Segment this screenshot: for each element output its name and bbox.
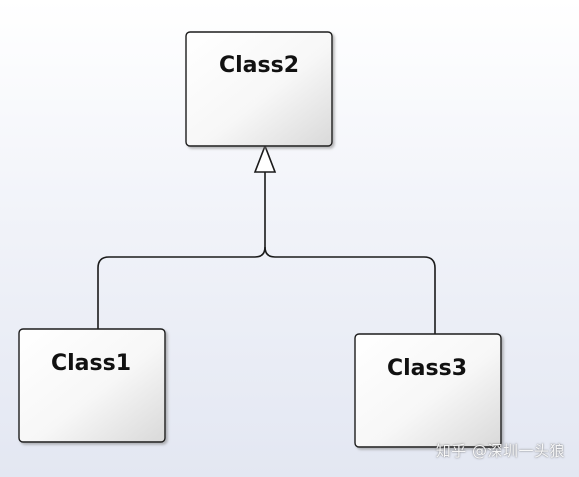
class-name-class1: Class1 bbox=[51, 351, 131, 376]
generalization-arrowhead bbox=[253, 143, 277, 173]
generalization-line-class3-to-class2[interactable] bbox=[264, 246, 436, 334]
class-box-class3[interactable]: Class3 bbox=[354, 333, 502, 448]
generalization-line-class1-to-class2[interactable] bbox=[97, 172, 266, 329]
watermark-text: 知乎 @深圳一头狼 bbox=[435, 442, 565, 460]
class-name-class3: Class3 bbox=[387, 356, 467, 381]
class-box-class1[interactable]: Class1 bbox=[18, 328, 166, 443]
class-box-class2[interactable]: Class2 bbox=[185, 31, 333, 147]
class-name-class2: Class2 bbox=[219, 53, 299, 78]
inheritance-connectors bbox=[97, 172, 436, 334]
